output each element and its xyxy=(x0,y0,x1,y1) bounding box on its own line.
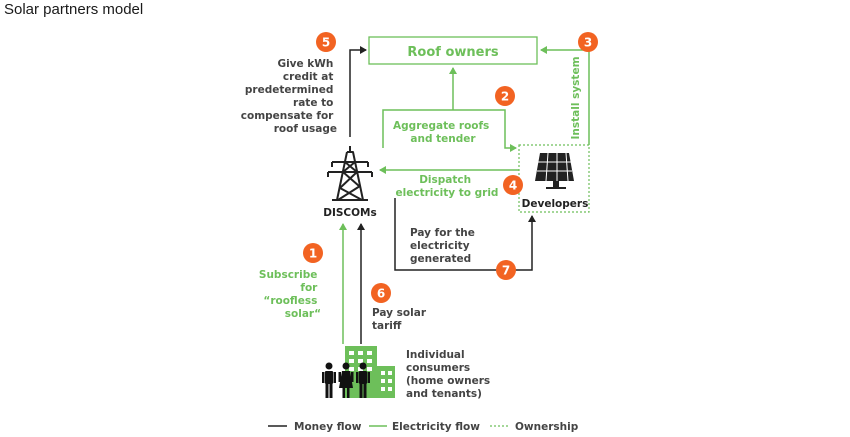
page-title: Solar partners model xyxy=(4,1,144,18)
legend: Money flow Electricity flow Ownership xyxy=(268,421,579,433)
step-badge-6: 6 xyxy=(371,283,391,303)
legend-electricity-flow: Electricity flow xyxy=(369,421,480,433)
step-badge-7: 7 xyxy=(496,260,516,280)
svg-text:1: 1 xyxy=(309,247,317,261)
legend-ownership: Ownership xyxy=(490,421,579,433)
step-5-label: Give kWh credit at predetermined rate to… xyxy=(241,58,337,135)
developers-node: Developers xyxy=(518,144,590,213)
developers-label: Developers xyxy=(522,198,589,210)
consumers-node: Individual consumers (home owners and te… xyxy=(322,346,494,400)
consumers-label: Individual consumers (home owners and te… xyxy=(406,349,494,400)
discoms-label: DISCOMs xyxy=(323,207,377,219)
step-4-label: Dispatch electricity to grid xyxy=(396,174,499,199)
step-badge-2: 2 xyxy=(495,86,515,106)
legend-money-flow: Money flow xyxy=(268,421,362,433)
svg-text:7: 7 xyxy=(502,264,510,278)
arrow-pay-electricity xyxy=(394,198,536,271)
svg-text:2: 2 xyxy=(501,90,509,104)
arrow-aggregate-roofs xyxy=(382,67,517,152)
step-badge-4: 4 xyxy=(503,175,523,195)
svg-text:6: 6 xyxy=(377,287,385,301)
step-1-label: Subscribe for “roofless solar“ xyxy=(259,269,321,320)
step-2-label: Aggregate roofs and tender xyxy=(393,120,493,145)
svg-text:Electricity flow: Electricity flow xyxy=(392,421,480,433)
roof-owners-node: Roof owners xyxy=(368,36,538,65)
arrow-kwh-credit xyxy=(349,46,367,137)
svg-text:Money flow: Money flow xyxy=(294,421,362,433)
step-3-label: Install system xyxy=(570,56,582,139)
step-badge-5: 5 xyxy=(316,32,336,52)
step-7-label: Pay for the electricity generated xyxy=(410,227,479,265)
svg-text:4: 4 xyxy=(509,179,517,193)
svg-text:Ownership: Ownership xyxy=(515,421,579,433)
discoms-node: DISCOMs xyxy=(323,146,377,219)
svg-text:5: 5 xyxy=(322,36,330,50)
solar-panel-icon xyxy=(535,152,574,189)
step-6-label: Pay solar tariff xyxy=(372,307,430,332)
roof-owners-label: Roof owners xyxy=(407,45,498,60)
svg-text:3: 3 xyxy=(584,36,592,50)
step-badge-1: 1 xyxy=(303,243,323,263)
step-badge-3: 3 xyxy=(578,32,598,52)
people-icon xyxy=(322,362,370,398)
transmission-tower-icon xyxy=(327,146,373,201)
